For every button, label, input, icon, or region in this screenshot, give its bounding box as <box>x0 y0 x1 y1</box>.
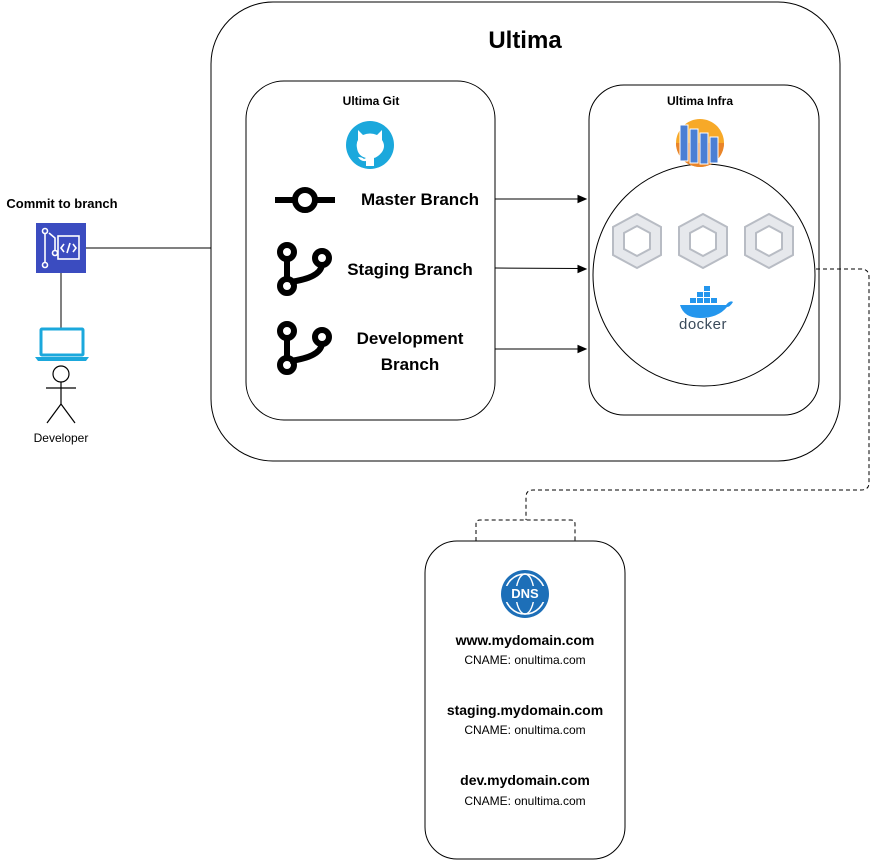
development-arrowhead <box>577 344 588 354</box>
docker-host-circle <box>592 163 816 387</box>
laptop-icon <box>35 327 89 361</box>
development-branch-label: Development Branch <box>356 329 464 374</box>
staging-arrowhead <box>577 264 588 274</box>
dns-icon <box>501 570 549 618</box>
staging-arrow <box>494 267 581 269</box>
master-branch-label: Master Branch <box>360 190 480 209</box>
container-icon <box>744 212 794 270</box>
connectors <box>60 194 870 541</box>
codecommit-icon <box>36 223 86 273</box>
staging-branch-label: Staging Branch <box>347 260 473 279</box>
ultima-infra-panel <box>588 84 820 416</box>
git-panel-title: Ultima Git <box>342 94 400 108</box>
ultima-container <box>210 1 841 462</box>
ultima-title: Ultima <box>488 27 562 54</box>
dns-record-staging-domain: staging.mydomain.com <box>446 702 604 718</box>
container-icon <box>678 212 728 270</box>
git-branch-icon-staging <box>277 242 332 296</box>
dns-icon-label: DNS <box>511 586 539 601</box>
dns-panel <box>424 540 626 860</box>
docker-label: docker <box>678 316 728 333</box>
dns-record-www-domain: www.mydomain.com <box>455 632 595 648</box>
person-icon <box>46 365 76 424</box>
commit-to-branch-label: Commit to branch <box>6 196 118 211</box>
docker-whale-icon <box>680 286 733 318</box>
git-branch-icon-development <box>277 321 332 375</box>
container-icons <box>612 212 794 270</box>
github-icon <box>346 121 394 169</box>
git-commit-icon <box>275 187 335 213</box>
developer-label: Developer <box>33 431 89 445</box>
infra-to-dns-dashed-line <box>525 268 870 520</box>
vm-stack-icon <box>676 119 724 167</box>
dns-record-dev-cname: CNAME: onultima.com <box>464 794 586 808</box>
master-arrowhead <box>577 194 588 204</box>
dns-record-www-cname: CNAME: onultima.com <box>464 653 586 667</box>
dns-top-dashed-bracket <box>475 519 576 541</box>
dns-record-staging-cname: CNAME: onultima.com <box>464 723 586 737</box>
infra-panel-title: Ultima Infra <box>666 94 733 108</box>
dns-record-dev-domain: dev.mydomain.com <box>460 772 590 788</box>
container-icon <box>612 212 662 270</box>
ultima-git-panel <box>245 80 496 421</box>
